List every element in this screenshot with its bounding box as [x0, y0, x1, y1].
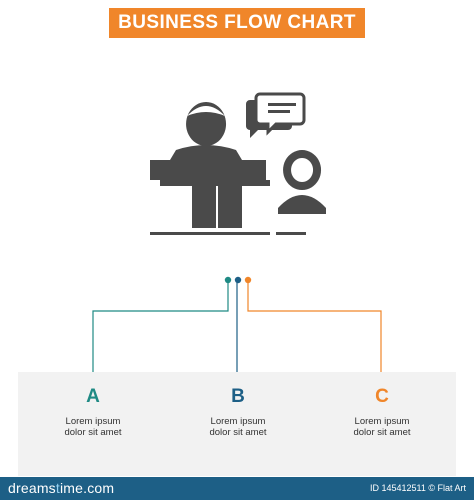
- logo-prefix: dreams: [8, 480, 56, 496]
- chart-title: BUSINESS FLOW CHART: [118, 12, 356, 33]
- step-a-line1: Lorem ipsum: [65, 416, 121, 427]
- man-body: [150, 145, 266, 180]
- step-letter-b: B: [231, 386, 245, 407]
- step-card-a: A Lorem ipsum dolor sit amet: [18, 372, 168, 476]
- connector-a: [92, 280, 229, 372]
- man-hair: [187, 106, 225, 116]
- flow-connectors: [92, 276, 382, 372]
- step-desc-b: Lorem ipsum dolor sit amet: [209, 416, 266, 438]
- footer-bar: dreamstime.com ID 145412511 © Flat Art: [0, 477, 474, 500]
- dot-b: [234, 276, 242, 284]
- title-banner: BUSINESS FLOW CHART: [109, 8, 365, 38]
- step-a-line2: dolor sit amet: [64, 427, 122, 438]
- desk-top: [160, 180, 270, 186]
- logo-suffix: ime.com: [59, 480, 115, 496]
- connector-c: [247, 280, 382, 372]
- footer-logo: dreamstime.com: [8, 480, 114, 496]
- step-card-c: C Lorem ipsum dolor sit amet: [308, 372, 456, 476]
- step-letter-c: C: [375, 386, 389, 407]
- documents: [192, 186, 242, 228]
- woman-face: [291, 158, 314, 182]
- step-desc-c: Lorem ipsum dolor sit amet: [353, 416, 410, 438]
- footer-image-id: ID 145412511 © Flat Art: [369, 483, 466, 493]
- woman-body: [278, 195, 326, 214]
- dot-a: [224, 276, 232, 284]
- logo-dot: t: [55, 480, 60, 496]
- step-b-line1: Lorem ipsum: [210, 416, 266, 427]
- step-b-line2: dolor sit amet: [209, 427, 267, 438]
- step-c-line2: dolor sit amet: [353, 427, 411, 438]
- step-card-b: B Lorem ipsum dolor sit amet: [168, 372, 308, 476]
- floor-line: [150, 232, 270, 235]
- interview-icon: [150, 92, 326, 235]
- step-desc-a: Lorem ipsum dolor sit amet: [64, 416, 121, 438]
- dot-c: [244, 276, 252, 284]
- step-c-line1: Lorem ipsum: [354, 416, 410, 427]
- step-letter-a: A: [86, 386, 100, 407]
